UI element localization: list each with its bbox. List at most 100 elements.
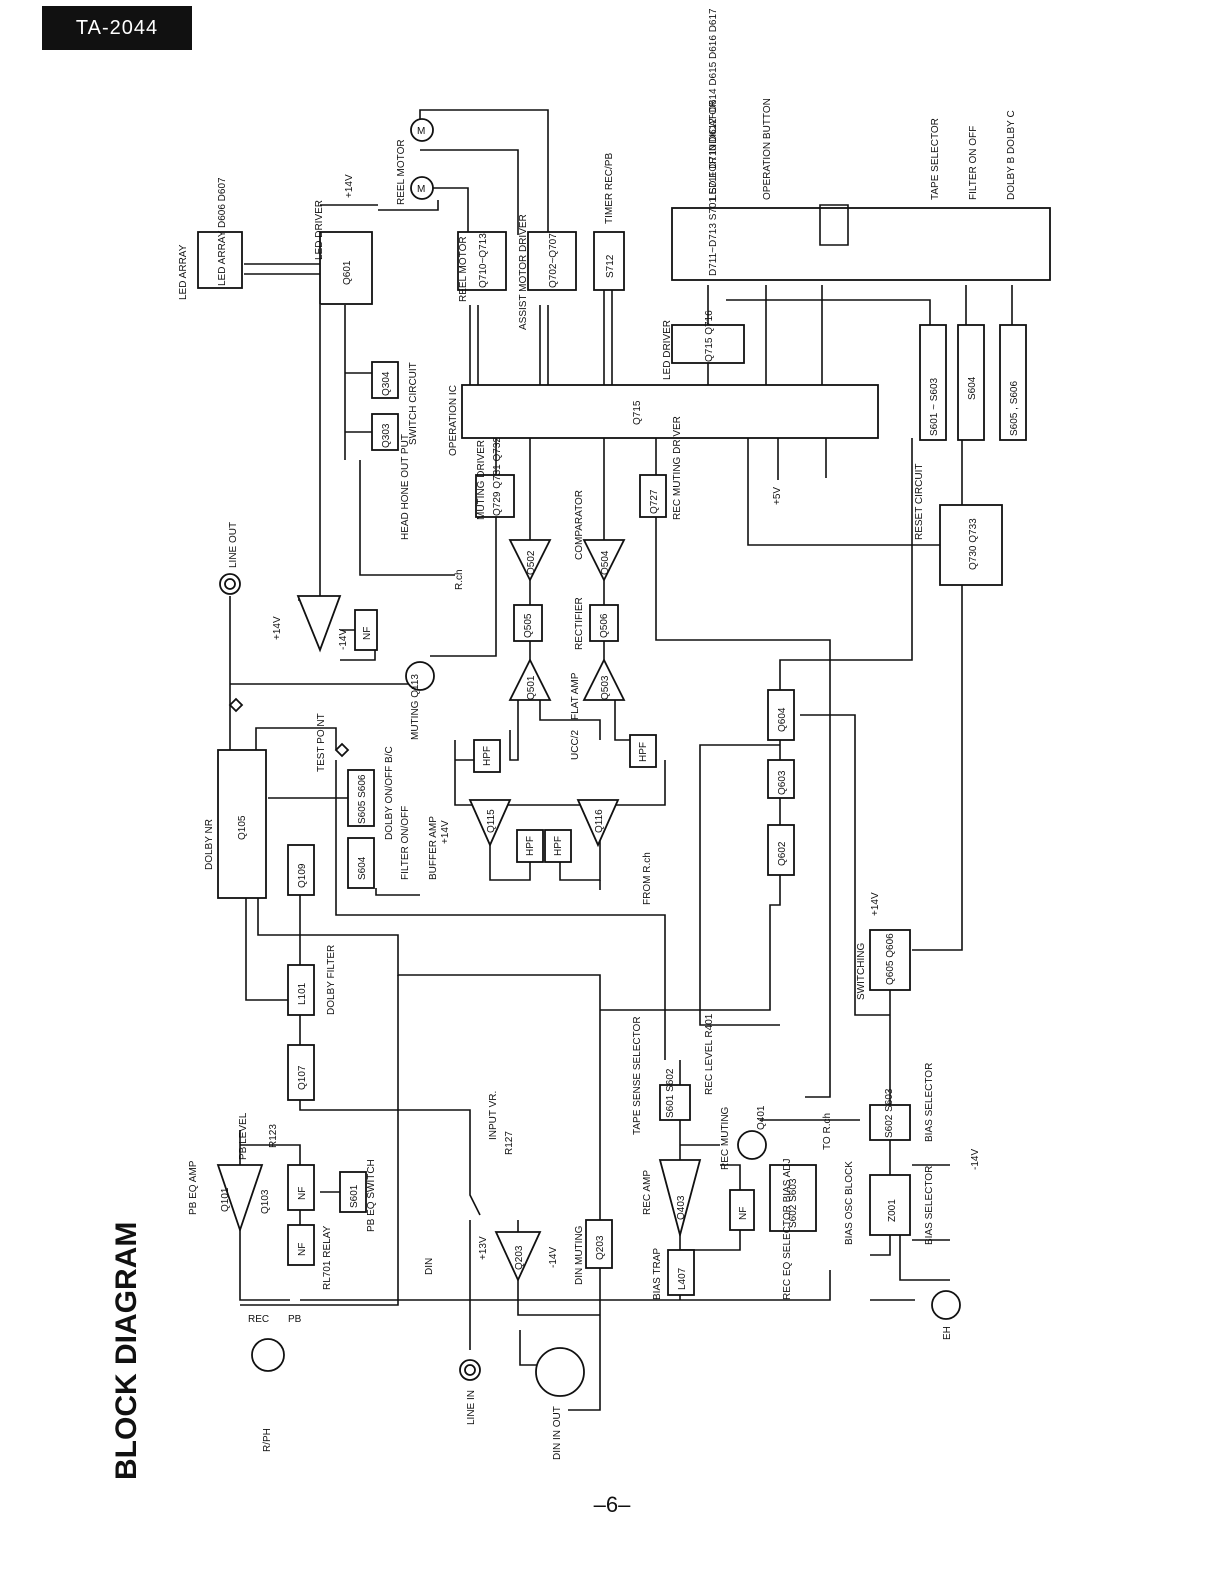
- label-din-muting: DIN MUTING: [574, 1225, 585, 1285]
- erase-head: [931, 1290, 961, 1320]
- label-rl701: RL701 RELAY: [322, 1225, 333, 1290]
- amp-q502: Q502: [526, 550, 537, 575]
- label-line-out: LINE OUT: [228, 522, 239, 568]
- label-pb-level: PB LEVEL: [238, 1112, 249, 1160]
- label-led-drv2: LED DRIVER: [662, 320, 673, 380]
- label-ucc2: UCC/2: [570, 730, 581, 760]
- block-q730: Q730 Q733: [968, 518, 979, 570]
- label-v5: +5V: [772, 487, 783, 505]
- amp-q115: Q115: [486, 809, 497, 833]
- label-din-in-out: DIN IN OUT: [552, 1406, 563, 1460]
- label-op-ic: OPERATION IC: [448, 385, 459, 456]
- label-r127: R127: [504, 1131, 515, 1155]
- block-q601: Q601: [342, 260, 353, 285]
- block-hpf2: HPF: [638, 742, 649, 762]
- label-flat-amp: FLAT AMP: [570, 672, 581, 720]
- label-vm14a: -14V: [338, 629, 349, 650]
- label-test-point: TEST POINT: [316, 713, 327, 772]
- label-rectifier: RECTIFIER: [574, 597, 585, 650]
- label-muting-drv: MUTING DRIVER: [476, 440, 487, 520]
- motor-1-label: M: [417, 126, 425, 137]
- label-rch1: R.ch: [454, 569, 465, 590]
- rph-head: [251, 1338, 285, 1372]
- block-q203: Q203: [595, 1235, 606, 1260]
- block-q605: Q605 Q606: [885, 933, 896, 985]
- block-l407: L407: [677, 1267, 688, 1290]
- label-dolby-filter: DOLBY FILTER: [326, 945, 337, 1015]
- label-filter-onoff: FILTER ON/OFF: [400, 806, 411, 880]
- label-dolby-nr: DOLBY NR: [204, 819, 215, 870]
- text-labels: LED ARRAY LED DRIVER +14V REEL MOTOR REE…: [178, 98, 1017, 1460]
- label-din: DIN: [424, 1258, 435, 1275]
- label-rec: REC: [248, 1314, 269, 1325]
- model-tag: TA-2044: [42, 6, 192, 50]
- block-q506: Q506: [599, 613, 610, 638]
- label-to-rch: TO R.ch: [822, 1113, 833, 1150]
- block-z001: Z001: [887, 1199, 898, 1222]
- label-led-driver: LED DRIVER: [314, 200, 325, 260]
- label-bias-osc: BIAS OSC BLOCK: [844, 1161, 855, 1245]
- block-s602-603: S602 S603: [788, 1178, 799, 1228]
- label-dolby-bc: DOLBY B DOLBY C: [1006, 110, 1017, 200]
- label-v14-top: +14V: [344, 174, 355, 198]
- label-buffer-amp: BUFFER AMP: [428, 816, 439, 880]
- block-hpf1: HPF: [482, 746, 493, 766]
- label-rec-mut-drv: REC MUTING DRIVER: [672, 416, 683, 520]
- block-q715-ic: Q715: [632, 400, 643, 425]
- block-q602: Q602: [777, 841, 788, 866]
- amp-q101: Q101: [220, 1187, 231, 1212]
- label-timer: TIMER REC/PB: [604, 153, 615, 224]
- block-d-panel: D711~D713 S701 S711 D710 D612~D614 D615 …: [708, 8, 719, 276]
- block-s604: S604: [357, 856, 368, 880]
- label-eh: EH: [942, 1326, 953, 1340]
- label-from-rch: FROM R.ch: [642, 852, 653, 905]
- label-filter: FILTER ON OFF: [968, 126, 979, 200]
- blocks: [197, 207, 1051, 1296]
- page-number: –6–: [593, 1492, 631, 1517]
- label-led-array: LED ARRAY: [178, 244, 189, 300]
- rec-muting-transistor: [737, 1130, 767, 1160]
- label-pb-eq-sw: PB EQ SWITCH: [366, 1159, 377, 1232]
- label-op-btn: OPERATION BUTTON: [762, 98, 773, 200]
- block-s601-602: S601 S602: [665, 1068, 676, 1118]
- amp-q116: Q116: [594, 809, 605, 833]
- block-s604-r: S604: [967, 376, 978, 400]
- amplifiers: Q502 Q504 Q501 Q503 Q115 Q116 Q101 Q203 …: [216, 539, 702, 1283]
- label-line-in: LINE IN: [466, 1390, 477, 1425]
- block-q702: Q702~Q707: [548, 233, 559, 288]
- block-s601: S601: [349, 1184, 360, 1208]
- label-vm14b: -14V: [548, 1247, 559, 1268]
- block-s605-606: S605 S606: [357, 774, 368, 824]
- label-tape-sel: TAPE SELECTOR: [930, 118, 941, 200]
- block-s601-603: S601 ~ S603: [929, 377, 940, 436]
- label-q103: Q103: [260, 1189, 271, 1214]
- block-q603: Q603: [777, 770, 788, 795]
- label-rph: R/PH: [262, 1428, 273, 1452]
- label-dolby-onoff: DOLBY ON/OFF B/C: [384, 746, 395, 840]
- label-bias-trap: BIAS TRAP: [652, 1248, 663, 1300]
- label-r123: R123: [268, 1124, 279, 1148]
- label-reel-motor: REEL MOTOR: [458, 236, 469, 302]
- label-rec-eq: REC EQ SELECTOR BIAS ADJ: [782, 1158, 793, 1300]
- label-rec-muting: REC MUTING: [720, 1106, 731, 1170]
- label-v14b: +14V: [440, 820, 451, 844]
- block-hpf3: HPF: [525, 836, 536, 856]
- block-q303: Q303: [381, 423, 392, 448]
- label-v14a: +14V: [272, 616, 283, 640]
- label-q401: Q401: [756, 1105, 767, 1130]
- block-q710: Q710~Q713: [478, 233, 489, 288]
- block-q729: Q729 Q731 Q732: [492, 437, 503, 516]
- label-rec-amp: REC AMP: [642, 1170, 653, 1215]
- label-reset: RESET CIRCUIT: [914, 464, 925, 541]
- motor-2-label: M: [417, 184, 425, 195]
- label-bias-sel2: BIAS SELECTOR: [924, 1166, 935, 1245]
- label-bias-sel1: BIAS SELECTOR: [924, 1063, 935, 1142]
- label-switching: SWITCHING: [856, 943, 867, 1000]
- din-connector: [535, 1347, 585, 1397]
- label-tape-sense: TAPE SENSE SELECTOR: [632, 1016, 643, 1135]
- block-s605-606-r: S605 , S606: [1009, 381, 1020, 436]
- block-q715-716: Q715 Q716: [704, 310, 715, 362]
- block-labels: LED ARRAY D606 D607 Q601 Q710~Q713 Q702~…: [217, 8, 1020, 1290]
- label-pb-eq-amp: PB EQ AMP: [188, 1160, 199, 1215]
